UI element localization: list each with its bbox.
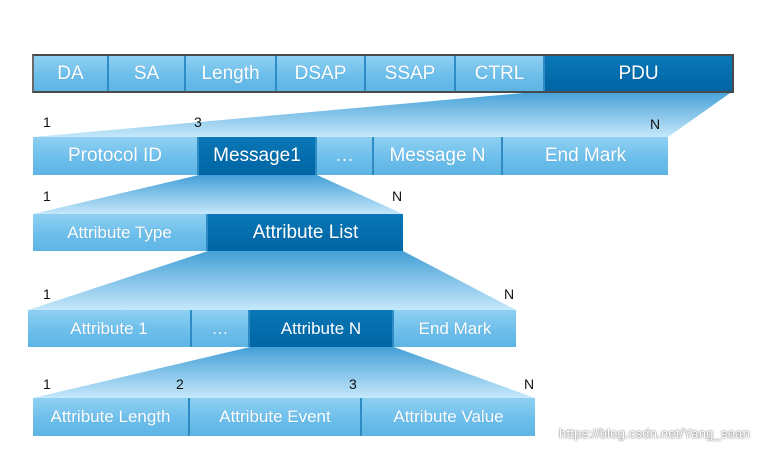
pdu-index-first: 1 [43,114,51,130]
attribute-index-3: 3 [349,376,357,392]
attribute-type-field: Attribute Type [33,214,208,251]
frame-row: DA SA Length DSAP SSAP CTRL PDU [32,54,734,93]
attribute-index-last: N [524,376,535,392]
attribute-index-2: 2 [176,376,184,392]
attribute-list-index-last: N [504,286,515,302]
attribute-list-field: Attribute List [208,214,403,251]
attribute-list-expansion-funnel [28,251,516,310]
ssap-field: SSAP [366,56,456,91]
pdu-expansion-funnel [33,91,733,137]
attribute-list-row: Attribute 1 … Attribute N End Mark [28,310,516,347]
message-expansion-funnel [33,175,403,214]
pdu-row: Protocol ID Message1 … Message N End Mar… [33,137,668,175]
message1-field: Message1 [199,137,317,175]
sa-field: SA [109,56,186,91]
message-n-field: Message N [374,137,503,175]
attribute-1-field: Attribute 1 [28,310,192,347]
attribute-list-end-mark-field: End Mark [394,310,516,347]
pdu-end-mark-field: End Mark [503,137,668,175]
pdu-index-message-start: 3 [194,114,202,130]
attribute-length-field: Attribute Length [33,398,190,436]
attribute-value-field: Attribute Value [362,398,535,436]
message-index-last: N [392,188,403,204]
protocol-id-field: Protocol ID [33,137,199,175]
attribute-index-1: 1 [43,376,51,392]
attribute-list-index-first: 1 [43,286,51,302]
da-field: DA [34,56,109,91]
message-row: Attribute Type Attribute List [33,214,403,251]
attribute-ellipsis: … [192,310,250,347]
pdu-index-last: N [650,116,661,132]
dsap-field: DSAP [277,56,366,91]
attribute-event-field: Attribute Event [190,398,362,436]
attribute-n-field: Attribute N [250,310,394,347]
attribute-row: Attribute Length Attribute Event Attribu… [33,398,535,436]
watermark: https://blog.csdn.net/Yang_sean [559,426,750,441]
ctrl-field: CTRL [456,56,545,91]
attribute-expansion-funnel [33,347,535,398]
pdu-field: PDU [545,56,732,91]
message-ellipsis: … [317,137,374,175]
message-index-first: 1 [43,188,51,204]
length-field: Length [186,56,277,91]
